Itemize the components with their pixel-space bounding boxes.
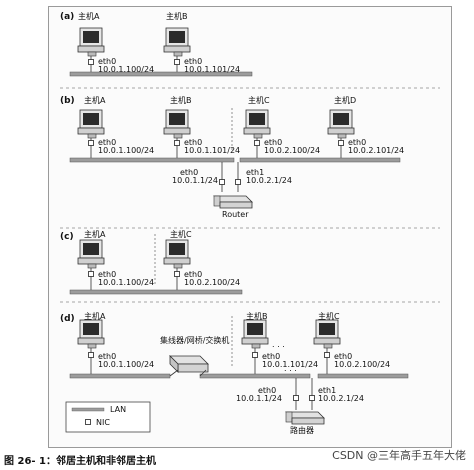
router-eth1-label: eth1	[318, 386, 337, 395]
host-b-computer-icon	[163, 109, 191, 139]
ip-a-label: 10.0.1.100/24	[98, 146, 155, 155]
host-c-label: 主机C	[170, 230, 192, 239]
watermark: CSDN @三年高手五年大佬	[332, 449, 466, 462]
hub-label: 集线器/网桥/交换机	[160, 336, 230, 345]
nic-d-label: eth0	[348, 138, 367, 147]
router-ip1-label: 10.0.2.1/24	[318, 394, 364, 403]
ip-b-label: 10.0.1.101/24	[184, 146, 241, 155]
host-b-computer-icon	[163, 27, 191, 57]
host-b-label: 主机B	[166, 12, 188, 21]
nic-c-label: eth0	[264, 138, 283, 147]
host-b-computer-icon	[241, 319, 269, 349]
router-icon	[213, 195, 253, 209]
hub-switch-icon	[169, 355, 209, 373]
ip-a-label: 10.0.1.100/24	[98, 278, 155, 287]
host-d-label: 主机D	[334, 96, 357, 105]
section-label-c: (c)	[60, 232, 74, 242]
legend-box	[65, 401, 151, 433]
host-c-label: 主机C	[318, 312, 340, 321]
lan-segment-2	[239, 157, 401, 163]
section-a	[69, 27, 253, 77]
host-c-computer-icon	[313, 319, 341, 349]
nic-b-label: eth0	[184, 138, 203, 147]
nic-a-label: eth0	[98, 352, 117, 361]
section-d	[65, 316, 409, 433]
host-a-computer-icon	[77, 109, 105, 139]
nic-a-label: eth0	[98, 270, 117, 279]
ellipsis: . . .	[284, 364, 297, 373]
host-a-label: 主机A	[78, 12, 100, 21]
nic-icon	[174, 59, 180, 65]
section-label-b: (b)	[60, 96, 75, 106]
router-label: 路由器	[290, 426, 314, 435]
router-eth0-label: eth0	[180, 168, 199, 177]
ip-a-label: 10.0.1.100/24	[98, 360, 155, 369]
ip-b-label: 10.0.1.101/24	[184, 65, 241, 74]
host-a-computer-icon	[77, 27, 105, 57]
host-b-label: 主机B	[246, 312, 268, 321]
ip-c-label: 10.0.2.100/24	[334, 360, 391, 369]
section-c	[69, 234, 243, 295]
router-label: Router	[222, 210, 249, 219]
host-a-label: 主机A	[84, 96, 106, 105]
router-icon	[285, 411, 325, 425]
host-a-computer-icon	[77, 319, 105, 349]
lan-segment	[69, 289, 243, 295]
host-a-label: 主机A	[84, 312, 106, 321]
legend-nic-label: NIC	[96, 418, 110, 427]
section-label-a: (a)	[60, 12, 75, 22]
lan-segment-1	[69, 373, 171, 379]
lan-segment-2	[199, 373, 311, 379]
lan-segment	[69, 71, 253, 77]
figure-caption: 图 26- 1：邻居主机和非邻居主机	[4, 456, 156, 467]
router-eth0-label: eth0	[258, 386, 277, 395]
host-b-label: 主机B	[170, 96, 192, 105]
nic-c-label: eth0	[334, 352, 353, 361]
ellipsis: . . .	[272, 340, 285, 349]
host-a-label: 主机A	[84, 230, 106, 239]
nic-icon	[88, 59, 94, 65]
ip-b-label: 10.0.1.101/24	[262, 360, 319, 369]
host-c-computer-icon	[163, 239, 191, 269]
nic-a-label: eth0	[98, 57, 117, 66]
nic-b-label: eth0	[184, 57, 203, 66]
ip-c-label: 10.0.2.100/24	[184, 278, 241, 287]
host-d-computer-icon	[327, 109, 355, 139]
router-eth1-label: eth1	[246, 168, 265, 177]
nic-c-label: eth0	[184, 270, 203, 279]
host-c-computer-icon	[243, 109, 271, 139]
ip-a-label: 10.0.1.100/24	[98, 65, 155, 74]
router-ip0-label: 10.0.1.1/24	[172, 176, 218, 185]
legend-nic-icon	[85, 419, 91, 425]
ip-c-label: 10.0.2.100/24	[264, 146, 321, 155]
legend-lan-label: LAN	[110, 405, 127, 414]
router-ip0-label: 10.0.1.1/24	[236, 394, 282, 403]
nic-a-label: eth0	[98, 138, 117, 147]
lan-segment-1	[69, 157, 235, 163]
ip-d-label: 10.0.2.101/24	[348, 146, 405, 155]
host-c-label: 主机C	[248, 96, 270, 105]
section-label-d: (d)	[60, 314, 75, 324]
lan-segment-3	[317, 373, 409, 379]
nic-b-label: eth0	[262, 352, 281, 361]
router-ip1-label: 10.0.2.1/24	[246, 176, 292, 185]
section-b	[69, 108, 401, 209]
host-a-computer-icon	[77, 239, 105, 269]
legend-lan-swatch	[71, 407, 105, 412]
